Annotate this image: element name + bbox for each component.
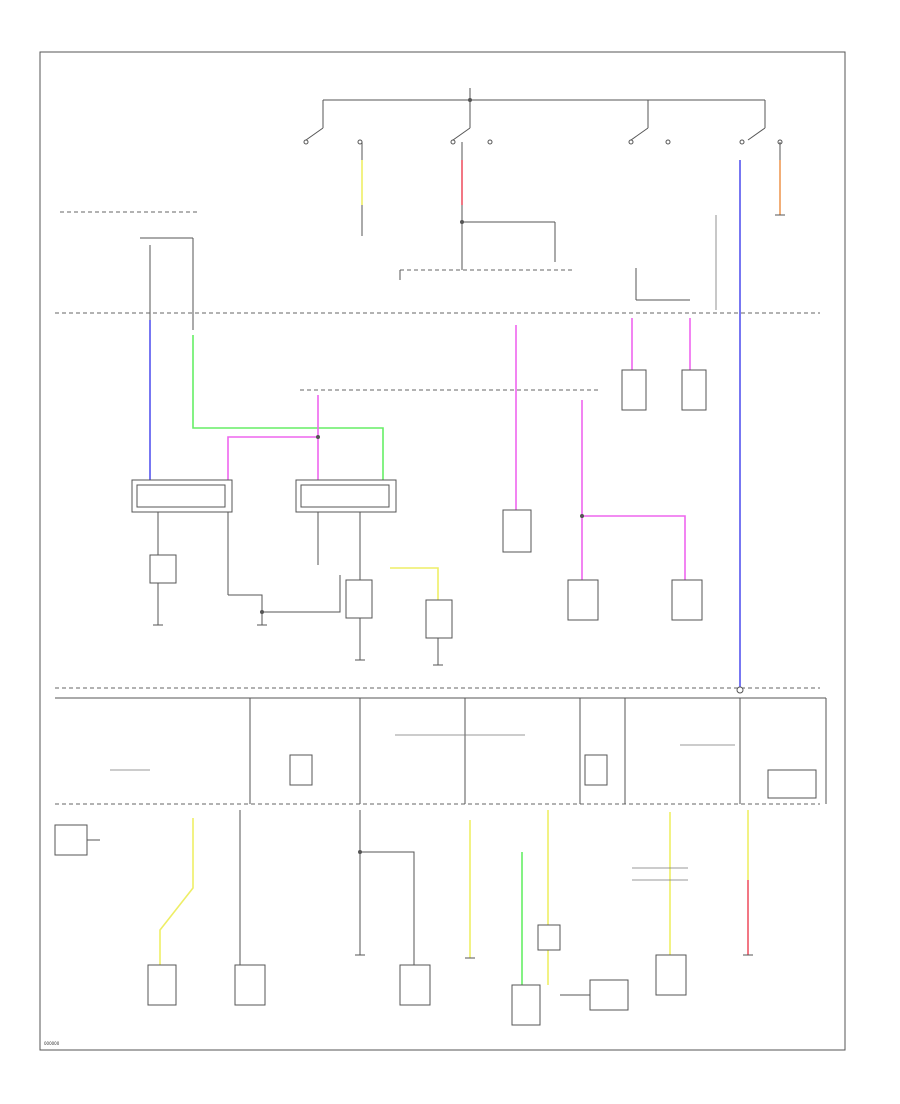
footer-code: 000000 [44, 1041, 60, 1046]
module-inner-box [136, 484, 226, 508]
load-component [54, 824, 88, 856]
ignition-switch-section [303, 88, 783, 270]
green-wire [192, 335, 384, 480]
load-component [234, 964, 266, 1006]
under-dash-fuse-box [55, 697, 827, 804]
diagram-frame [39, 51, 846, 1051]
bottom-loads [54, 810, 688, 1026]
load-component [655, 954, 687, 996]
left-fuse-block [60, 211, 200, 330]
load-component [399, 964, 431, 1006]
junction-dots [260, 98, 744, 854]
colored-wires [149, 160, 781, 985]
ground-symbols [153, 214, 785, 959]
relay-box [621, 369, 647, 411]
yellow-wire [159, 818, 194, 965]
module-inner-box [300, 484, 390, 508]
module-box [502, 509, 532, 553]
magenta-wire [582, 515, 686, 580]
under-hood-fuse-box [399, 221, 575, 280]
load-component [537, 924, 561, 951]
control-modules [131, 215, 717, 553]
yellow-wire [390, 567, 439, 600]
magenta-wire [227, 436, 318, 480]
load-component [147, 964, 177, 1006]
load-component [511, 984, 541, 1026]
lower-mid-components [149, 512, 703, 665]
load-component [589, 979, 629, 1011]
relay-box [681, 369, 707, 411]
